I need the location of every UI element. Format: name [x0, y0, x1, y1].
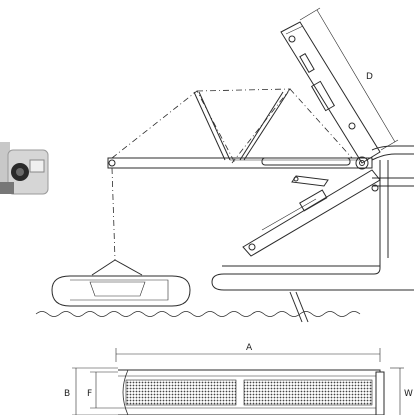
davit-side-view: [35, 7, 414, 323]
inflatable-boat: [51, 259, 191, 307]
water-surface: [35, 311, 361, 317]
dimension-label-w: W: [404, 389, 413, 399]
raised-arm: [280, 21, 381, 164]
dimension-b-f: [72, 367, 118, 415]
boom-slot: [261, 157, 351, 166]
dimension-label-f: F: [87, 389, 92, 399]
lowered-arm: [242, 169, 381, 257]
mast-structure: [211, 145, 414, 323]
dimension-d: [299, 7, 399, 151]
truss-members: [193, 91, 289, 161]
dimension-label-a: A: [246, 343, 253, 353]
dimension-label-d: D: [366, 72, 373, 82]
support-cables: [111, 88, 353, 261]
dimension-label-b: B: [64, 389, 70, 399]
davit-top-view: [72, 348, 404, 415]
control-unit-photo: [0, 142, 49, 195]
vent-panel-left: [125, 379, 237, 406]
dimension-a: [115, 348, 381, 362]
vent-panel-right: [243, 379, 373, 406]
